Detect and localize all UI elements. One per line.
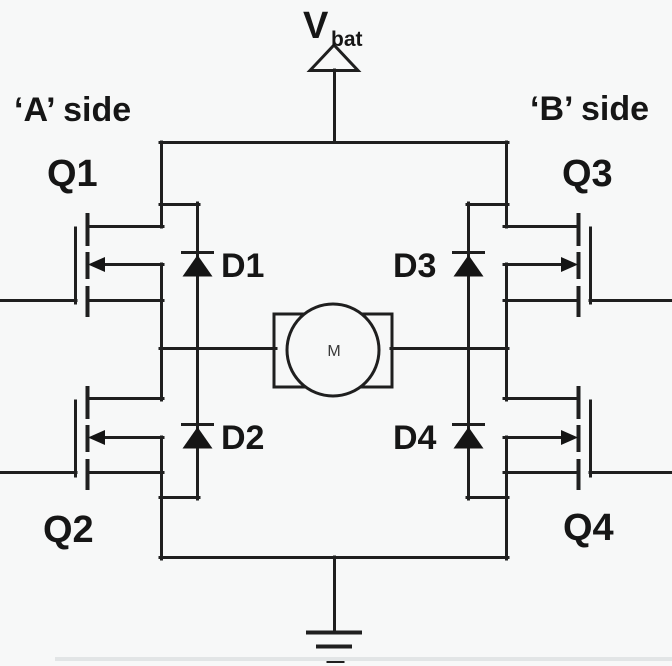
a-side-label: ‘A’ side [14,91,131,129]
d1-label: D1 [221,247,264,285]
diode-d3: D3 [393,247,485,285]
d4-label: D4 [393,419,437,457]
vbat-supply: V bat [158,5,510,144]
mosfet-q2: Q2 [0,386,165,551]
mosfet-q1: Q1 [0,153,165,317]
vbat-power-triangle-icon [306,42,362,72]
right-bridge-wiring [389,140,510,561]
diode-d2: D2 [181,419,264,457]
motor-circle-icon [285,302,381,398]
q1-label: Q1 [47,153,98,195]
q4-label: Q4 [563,507,614,549]
left-bridge-wiring [158,140,278,561]
q1-body-arrow-icon [88,257,105,272]
b-side-label: ‘B’ side [530,90,649,128]
q2-label: Q2 [43,509,94,551]
d2-diode-icon [182,427,213,449]
d2-label: D2 [221,419,264,457]
q3-label: Q3 [562,153,613,195]
ground-symbol [158,555,510,663]
diode-d1: D1 [181,247,264,285]
d3-diode-icon [453,255,484,277]
d3-label: D3 [393,247,436,285]
vbat-subscript-label: bat [331,28,363,51]
q3-body-arrow-icon [561,257,578,272]
bottom-edge-strip [55,657,672,661]
vbat-label: V [303,5,329,47]
motor-label: M [327,343,340,360]
mosfet-q3: Q3 [502,153,672,317]
motor-symbol: M [272,302,394,398]
q2-body-arrow-icon [88,430,105,445]
d4-diode-icon [453,427,484,449]
d1-diode-icon [182,255,213,277]
q4-body-arrow-icon [561,430,578,445]
mosfet-q4: Q4 [502,386,672,549]
diode-d4: D4 [393,419,485,457]
